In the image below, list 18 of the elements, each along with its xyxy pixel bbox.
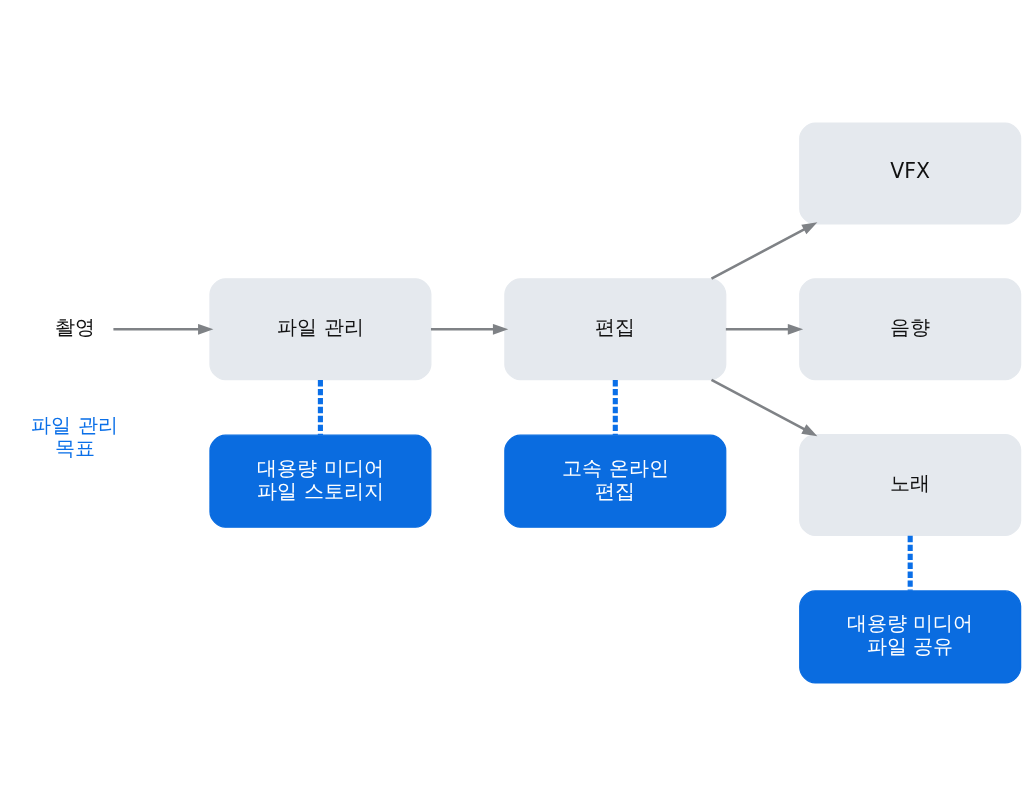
node-box: 고속 온라인 편집: [504, 434, 727, 528]
arrow: [710, 378, 818, 437]
node-text: 촬영: [54, 315, 95, 340]
connector: [317, 380, 323, 435]
connector: [612, 380, 618, 435]
node-box: VFX: [799, 122, 1022, 225]
arrow: [113, 323, 214, 335]
connector: [907, 535, 913, 591]
arrow: [710, 222, 818, 280]
arrow: [725, 323, 804, 335]
node-box: 음향: [799, 278, 1022, 381]
label: 파일 관리 목표: [31, 413, 118, 461]
node-box: 대용량 미디어 파일 스토리지: [209, 434, 432, 528]
node-box: 노래: [799, 433, 1022, 537]
node-box: 편집: [504, 278, 727, 381]
node-box: 파일 관리: [209, 278, 432, 381]
arrow: [430, 323, 509, 335]
node-box: 대용량 미디어 파일 공유: [799, 590, 1022, 684]
